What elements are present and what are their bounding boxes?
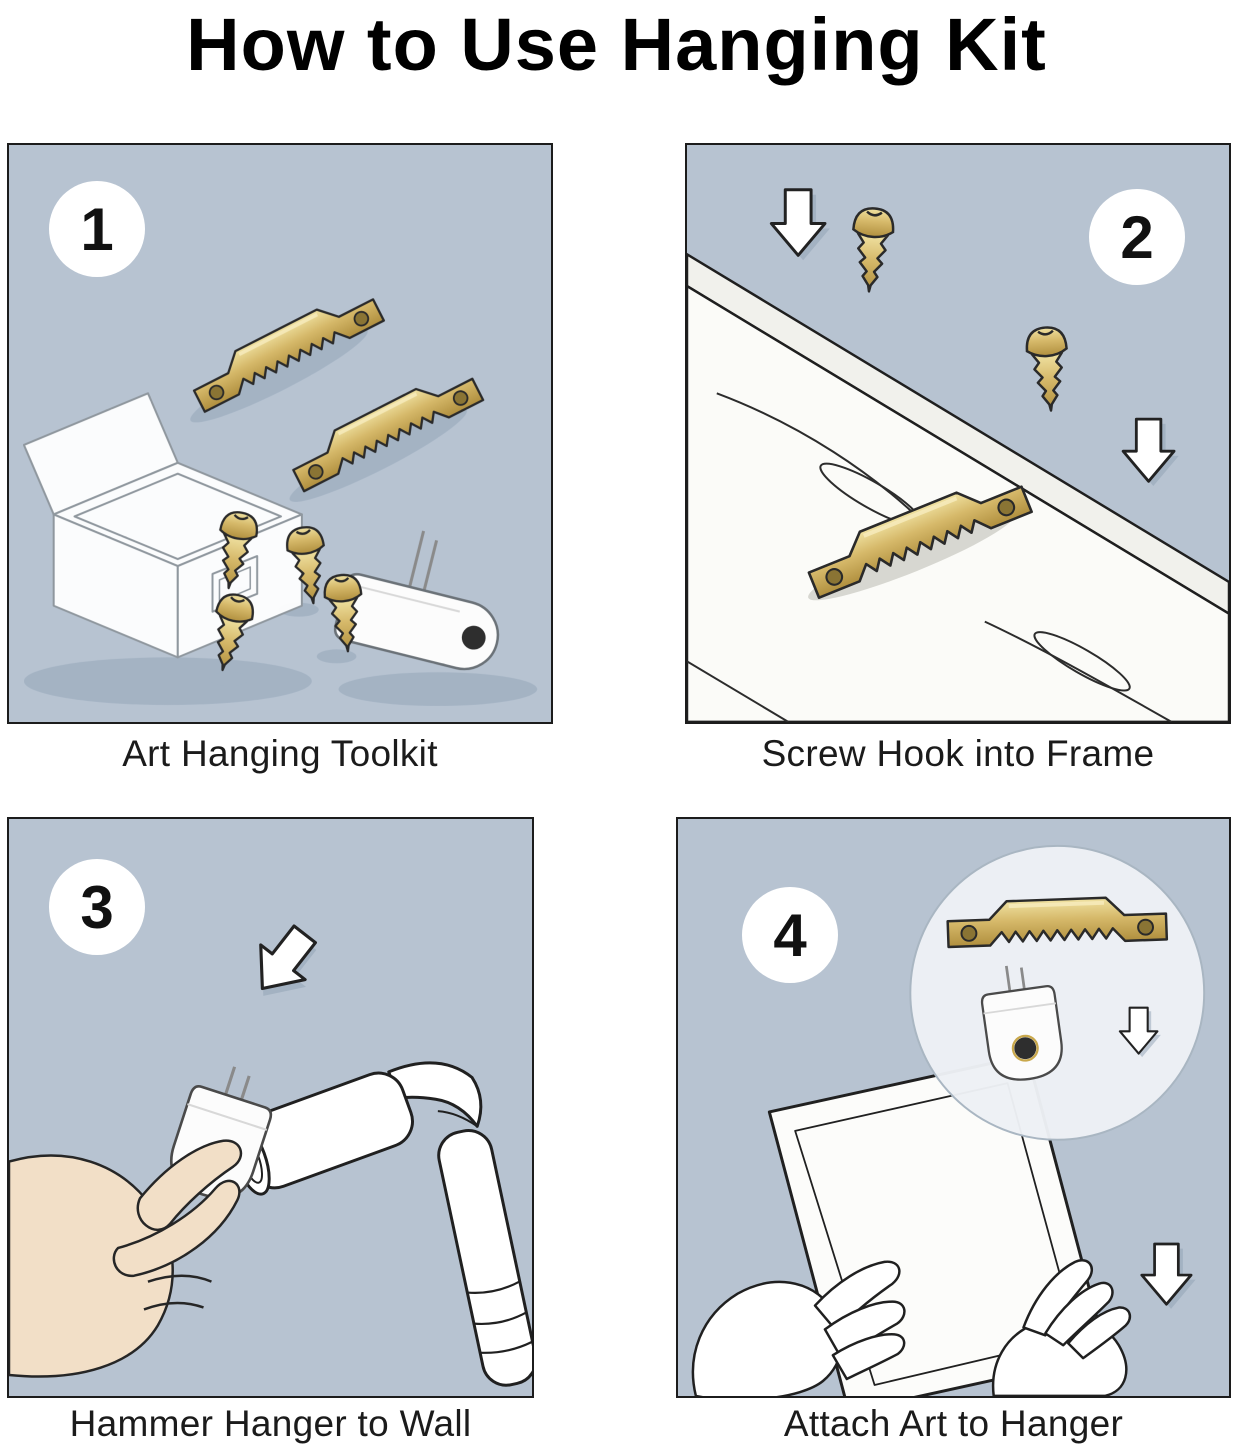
screw (847, 205, 896, 295)
step-1-badge: 1 (49, 181, 145, 277)
panel-step-2: 2 (685, 143, 1231, 724)
down-arrow (769, 188, 832, 262)
step-4-number: 4 (773, 901, 807, 969)
step-3-badge: 3 (49, 859, 145, 955)
step-3-number: 3 (80, 873, 114, 941)
hammer (229, 1061, 532, 1387)
sawtooth-hanger (284, 362, 485, 494)
panel2-illustration (687, 188, 1229, 722)
plastic-hook (333, 530, 500, 671)
sawtooth-hanger (184, 282, 386, 414)
down-arrow (1140, 1242, 1198, 1311)
step-4-caption: Attach Art to Hanger (783, 1403, 1124, 1444)
step-3-caption: Hammer Hanger to Wall (69, 1403, 472, 1444)
screw (1024, 324, 1073, 414)
panel1-illustration (22, 282, 538, 706)
object-shadows (23, 328, 538, 706)
step-1-number: 1 (80, 195, 114, 263)
step-2-badge: 2 (1089, 189, 1185, 285)
panel3-illustration (9, 915, 532, 1387)
panel4-illustration (691, 844, 1206, 1396)
frame-board (687, 252, 1229, 722)
down-arrow (1121, 417, 1181, 488)
panel-step-3: 3 (7, 817, 534, 1398)
step-4-badge: 4 (742, 887, 838, 983)
magnifier-detail (909, 844, 1206, 1141)
right-hand (991, 1259, 1132, 1396)
step-2-number: 2 (1120, 203, 1154, 271)
down-arrow (235, 915, 333, 1015)
storage-box (22, 392, 303, 659)
step-1-caption: Art Hanging Toolkit (122, 733, 438, 774)
step-2-caption: Screw Hook into Frame (761, 733, 1155, 774)
page-title: How to Use Hanging Kit (186, 3, 1047, 86)
hammer-handle (437, 1129, 532, 1387)
hand (9, 1139, 243, 1378)
panel-step-4: 4 (676, 817, 1231, 1398)
left-hand (691, 1260, 906, 1396)
panel-step-1: 1 (7, 143, 553, 724)
